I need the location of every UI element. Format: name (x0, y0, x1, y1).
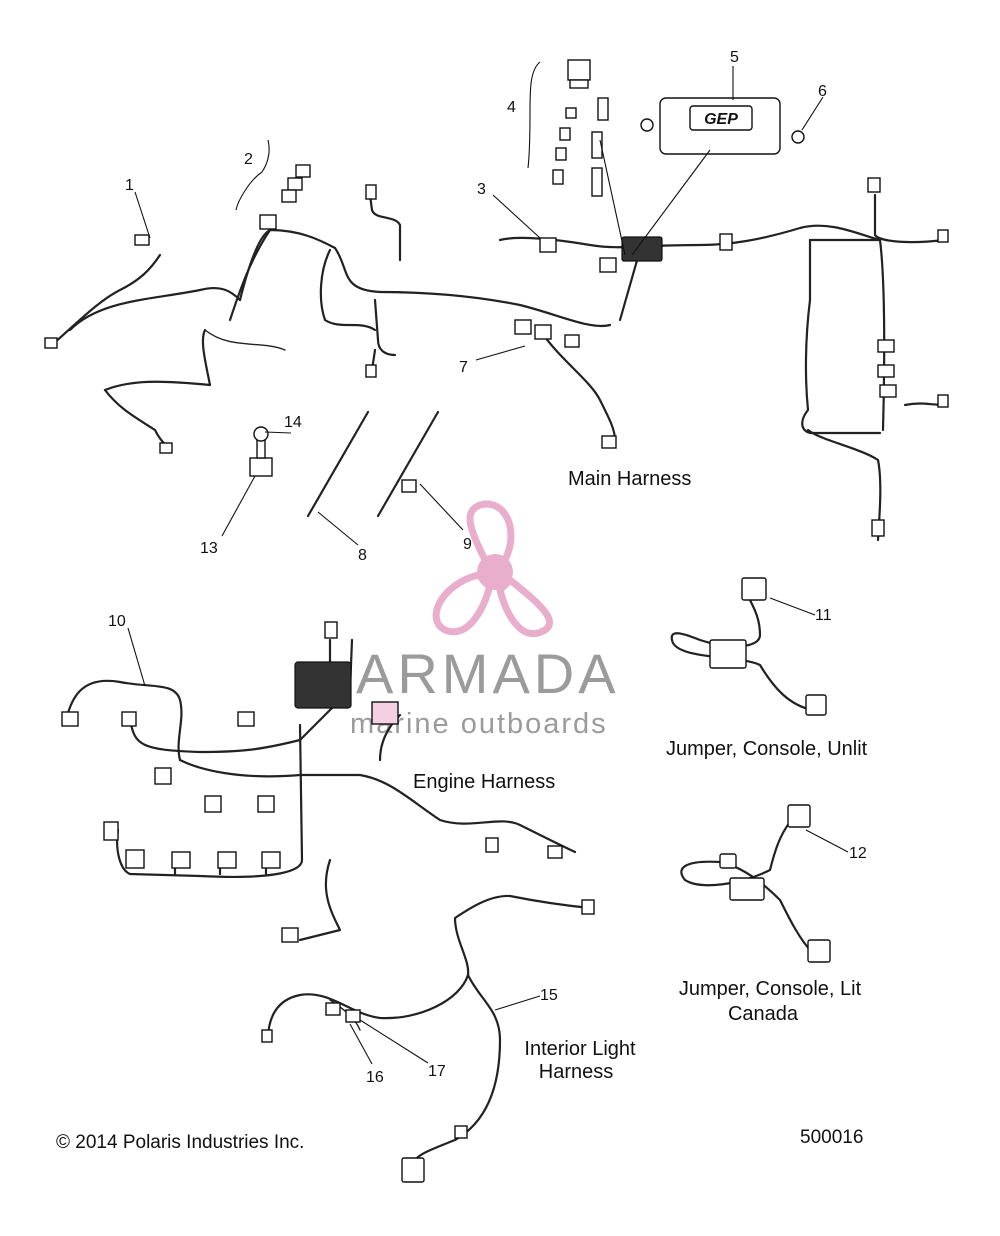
copyright-text: © 2014 Polaris Industries Inc. (56, 1132, 304, 1153)
clip-and-screw (249, 426, 273, 477)
callout-7: 7 (459, 359, 468, 376)
main-harness: GEP (44, 59, 949, 542)
label-interior-line2: Harness (539, 1061, 613, 1083)
callout-1: 1 (125, 177, 134, 194)
cable-tie-with-clip (376, 410, 440, 518)
callout-13: 13 (200, 540, 218, 557)
callout-6: 6 (818, 83, 827, 100)
section-labels: Main Harness Engine Harness Jumper, Cons… (413, 468, 868, 1083)
label-jumper-unlit: Jumper, Console, Unlit (666, 738, 868, 760)
callout-5: 5 (730, 49, 739, 66)
watermark-brand: ARMADA (356, 642, 620, 705)
label-interior-line1: Interior Light (524, 1038, 636, 1060)
callout-14: 14 (284, 414, 302, 431)
label-main-harness: Main Harness (568, 468, 691, 490)
callout-numbers: 1 2 3 4 5 6 7 8 9 10 11 12 13 14 15 16 1… (108, 49, 867, 1086)
armada-propeller-logo (432, 500, 553, 638)
callout-8: 8 (358, 547, 367, 564)
callout-2: 2 (244, 151, 253, 168)
label-engine-harness: Engine Harness (413, 771, 555, 793)
leader-lines (127, 61, 849, 1065)
callout-3: 3 (477, 181, 486, 198)
cable-tie (306, 410, 370, 518)
callout-10: 10 (108, 613, 126, 630)
callout-4: 4 (507, 99, 516, 116)
label-jumper-lit-line2: Canada (728, 1003, 799, 1025)
interior-light-harness (261, 894, 595, 1183)
callout-11: 11 (815, 607, 832, 624)
callout-15: 15 (540, 987, 558, 1004)
engine-harness (61, 621, 577, 943)
label-jumper-lit-line1: Jumper, Console, Lit (679, 978, 862, 1000)
callout-16: 16 (366, 1069, 384, 1086)
jumper-console-lit (680, 804, 831, 963)
callout-17: 17 (428, 1063, 446, 1080)
diagram-id: 500016 (800, 1127, 863, 1148)
gep-module-label: GEP (704, 111, 738, 128)
callout-9: 9 (463, 536, 472, 553)
jumper-console-unlit (670, 577, 827, 716)
callout-12: 12 (849, 845, 867, 862)
